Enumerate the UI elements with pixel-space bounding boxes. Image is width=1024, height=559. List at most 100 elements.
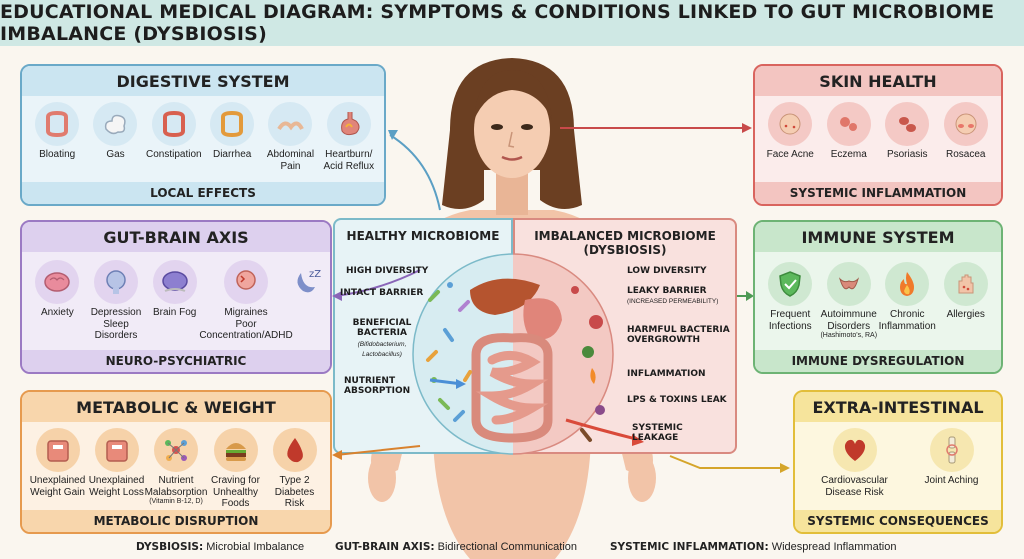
intestines [471,333,553,443]
symptom-label: Psoriasis [886,149,928,160]
symptom-label: Gas [106,149,125,160]
label-lps-toxins: LPS & TOXINS LEAK [627,395,727,405]
title-bar: EDUCATIONAL MEDICAL DIAGRAM: SYMPTOMS & … [0,0,1024,46]
extra-intestinal-title: EXTRA-INTESTINAL [795,392,1001,422]
symptom-sublabel: (Hashimoto's, RA) [820,332,878,339]
face-redness-icon [943,102,988,146]
harmful-bacteria [571,286,605,442]
hands-on-belly-icon [268,102,313,146]
intestine-icon [151,102,196,146]
symptom-malabsorption: Nutrient Malabsorption (Vitamin B-12, D) [144,428,208,510]
metabolic-weight-footer: METABOLIC DISRUPTION [22,510,330,532]
label-harmful-bacteria: HARMFUL BACTERIA OVERGROWTH [627,325,730,346]
symptom-label-secondary: Poor Concentration/ADHD [199,318,293,342]
label-systemic-leakage: SYSTEMIC LEAKAGE [632,423,683,444]
face-icon [768,102,813,146]
label-inflammation: INFLAMMATION [627,369,706,379]
liver [470,278,540,315]
symptom-abdominal-pain: Abdominal Pain [261,102,319,172]
digestive-system-title: DIGESTIVE SYSTEM [22,66,384,96]
symptom-label: Allergies [946,309,985,320]
symptom-anxiety: Anxiety [28,260,87,342]
sleep-item: zZ [288,260,324,342]
symptom-autoimmune: Autoimmune Disorders (Hashimoto's, RA) [820,262,879,339]
symptom-label: Anxiety [40,307,74,318]
intestine-icon [35,102,80,146]
symptom-label: Unexplained Weight Gain [29,475,86,498]
symptom-label: Eczema [830,149,867,160]
symptom-label: Depression [90,307,142,318]
digestive-system-panel: DIGESTIVE SYSTEM Bloating Gas Constipati… [20,64,386,206]
burger-icon [213,428,258,472]
gut-brain-items: Anxiety Depression Sleep Disorders Brain… [28,260,324,342]
label-nutrient-absorption: NUTRIENT ABSORPTION [344,376,411,397]
imbalanced-microbiome-title: IMBALANCED MICROBIOME (DYSBIOSIS) [534,229,716,258]
stomach [523,298,562,340]
scale-icon [94,428,139,472]
skin-health-footer: SYSTEMIC INFLAMMATION [755,182,1001,204]
symptom-cravings: Craving for Unhealthy Foods [206,428,265,510]
symptom-label: Bloating [39,149,76,160]
symptom-label: Cardiovascular Disease Risk [821,475,888,498]
left-eye [491,124,503,130]
symptom-weight-loss: Unexplained Weight Loss [87,428,146,510]
thyroid-icon [826,262,871,306]
symptom-label: Rosacea [946,149,986,160]
symptom-label: Unexplained Weight Loss [88,475,145,498]
face [474,82,550,178]
symptom-depression: Depression Sleep Disorders [87,260,146,342]
symptom-label: Face Acne [766,149,814,160]
label-low-diversity: LOW DIVERSITY [627,266,707,276]
symptom-migraines: Migraines Poor Concentration/ADHD [199,260,293,342]
label-high-diversity: HIGH DIVERSITY [346,266,429,276]
right-hand [628,454,656,502]
extra-items: Cardiovascular Disease Risk Joint Aching [801,428,995,498]
legend-gut-brain-axis: GUT-BRAIN AXIS: Bidirectional Communicat… [335,541,577,553]
symptom-label: Diarrhea [212,149,252,160]
molecule-icon [154,428,198,472]
skin-health-panel: SKIN HEALTH Face Acne Eczema Psoriasis R… [753,64,1003,206]
metabolic-weight-title: METABOLIC & WEIGHT [22,392,330,422]
symptom-rosacea: Rosacea [937,102,996,161]
legend-desc: Bidirectional Communication [437,541,578,553]
label-leaky-barrier: LEAKY BARRIER (INCREASED PERMEABILITY) [627,286,718,307]
symptom-label-secondary: Sleep Disorders [94,318,138,342]
symptom-bloating: Bloating [28,102,86,172]
scale-icon [35,428,80,472]
stomach-icon [326,102,371,146]
label-intact-barrier: INTACT BARRIER [340,288,424,298]
symptom-label: Nutrient Malabsorption [144,475,208,498]
immune-system-footer: IMMUNE DYSREGULATION [755,350,1001,372]
gut-brain-axis-title: GUT-BRAIN AXIS [22,222,330,252]
hair-front [474,70,552,120]
symptom-joint-aching: Joint Aching [922,428,982,498]
skin-items: Face Acne Eczema Psoriasis Rosacea [761,102,995,161]
symptom-diarrhea: Diarrhea [203,102,261,172]
symptom-label: Craving for Unhealthy Foods [211,475,260,509]
symptom-label: Migraines [224,307,268,318]
gut-brain-axis-panel: GUT-BRAIN AXIS Anxiety Depression Sleep … [20,220,332,374]
skin-health-title: SKIN HEALTH [755,66,1001,96]
symptom-heartburn: Heartburn/ Acid Reflux [320,102,378,172]
digestive-system-footer: LOCAL EFFECTS [22,182,384,204]
extra-intestinal-footer: SYSTEMIC CONSEQUENCES [795,510,1001,532]
joint-icon [929,428,974,472]
legend-term: DYSBIOSIS: [136,541,204,553]
brain-fog-icon [152,260,197,304]
symptom-gas: Gas [86,102,144,172]
label-beneficial-bacteria: BENEFICIAL BACTERIA (Bifidobacterium, La… [350,318,414,359]
mouth [501,155,523,161]
symptom-sublabel: (Vitamin B-12, D) [149,498,203,505]
beneficial-bacteria-text: BENEFICIAL BACTERIA [352,318,412,339]
beneficial-bacteria [426,282,472,422]
symptom-diabetes: Type 2 Diabetes Risk [265,428,324,510]
symptom-allergies: Allergies [937,262,996,339]
symptom-label: Constipation [146,149,202,160]
page-title: EDUCATIONAL MEDICAL DIAGRAM: SYMPTOMS & … [0,1,995,45]
intestine-icon [210,102,255,146]
symptom-psoriasis: Psoriasis [878,102,937,161]
legend-systemic-inflammation: SYSTEMIC INFLAMMATION: Widespread Inflam… [610,541,896,553]
legend-desc: Widespread Inflammation [771,541,897,553]
symptom-label: Heartburn/ Acid Reflux [323,149,375,172]
